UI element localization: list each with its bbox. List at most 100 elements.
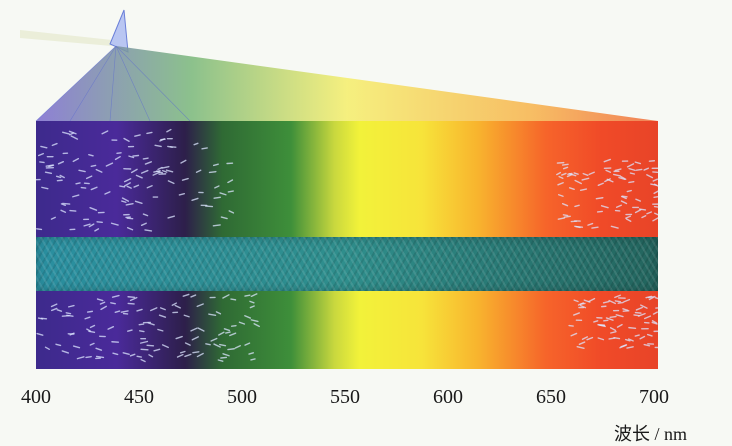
light-particle [224, 329, 229, 331]
light-particle [102, 131, 108, 134]
light-particle [574, 173, 578, 174]
light-particle [37, 334, 43, 336]
light-particle [134, 185, 138, 187]
light-particle [621, 201, 626, 203]
light-particle [151, 308, 157, 311]
light-particle [598, 338, 603, 340]
light-particle [197, 354, 203, 357]
light-particle [137, 356, 141, 357]
light-particle [127, 186, 131, 188]
light-particle [191, 295, 196, 297]
light-particle [155, 145, 161, 146]
light-particle [640, 337, 644, 339]
light-particle [558, 183, 563, 185]
light-particle [162, 167, 169, 168]
light-particle [654, 197, 658, 198]
light-particle [614, 174, 621, 175]
light-particle [654, 312, 658, 314]
light-particle [584, 300, 590, 302]
light-particle [39, 154, 44, 156]
light-particle [235, 346, 240, 348]
light-particle [61, 210, 65, 212]
light-particle [52, 308, 57, 310]
light-particle [230, 333, 236, 335]
light-particle [642, 216, 646, 218]
light-particle [140, 331, 144, 332]
light-particle [166, 170, 172, 172]
light-particle [73, 195, 79, 197]
light-particle [563, 204, 568, 206]
light-particle [142, 223, 147, 225]
light-particle [250, 306, 254, 308]
light-particle [186, 343, 191, 345]
light-particle [558, 218, 564, 219]
light-particle [592, 227, 598, 228]
white-light-beam [20, 30, 112, 46]
light-particle [143, 158, 148, 159]
light-particle [42, 187, 48, 188]
light-particle [653, 179, 657, 181]
light-particle [90, 343, 94, 345]
light-particle [615, 301, 620, 302]
light-particle [232, 326, 236, 327]
light-particle [645, 316, 651, 318]
light-particle [562, 173, 566, 175]
light-particle [172, 303, 176, 305]
light-particle [229, 211, 233, 213]
light-particle [132, 169, 137, 172]
light-particle [206, 344, 210, 345]
light-particle [583, 174, 588, 176]
light-particle [209, 172, 215, 173]
light-particle [587, 338, 592, 340]
light-particle [249, 353, 253, 354]
light-particle [219, 332, 224, 335]
light-particle [79, 170, 85, 171]
light-particle [59, 162, 64, 164]
tick-450: 450 [124, 386, 154, 409]
light-particle [179, 194, 184, 195]
light-particle [639, 209, 645, 210]
light-particle [149, 355, 153, 357]
light-particle [95, 229, 99, 231]
light-particle [245, 316, 251, 318]
light-particle [216, 312, 220, 314]
light-particle [91, 325, 95, 327]
light-particle [168, 181, 173, 183]
dispersed-light-fan [36, 46, 658, 121]
light-particle [141, 341, 148, 343]
tick-500: 500 [227, 386, 257, 409]
light-particle [113, 353, 118, 354]
light-particle [178, 355, 183, 357]
light-particle [624, 300, 630, 302]
light-particle [647, 175, 653, 178]
light-particle [574, 313, 580, 315]
light-particle [89, 155, 93, 156]
light-particle [215, 186, 219, 188]
light-particle [209, 314, 216, 315]
light-particle [175, 306, 180, 308]
light-particle [214, 164, 219, 165]
tick-550: 550 [330, 386, 360, 409]
light-particle [197, 170, 201, 172]
light-particle [63, 203, 70, 204]
light-particle [231, 299, 236, 300]
light-particle [145, 162, 151, 164]
light-particle [133, 155, 139, 156]
light-particle [87, 329, 91, 331]
light-particle [655, 298, 658, 300]
light-particle [570, 188, 575, 189]
light-particle [575, 180, 581, 183]
light-particle [71, 136, 77, 139]
light-particle [62, 351, 68, 353]
light-particle [106, 163, 112, 166]
light-particle [141, 349, 148, 350]
light-particle [571, 333, 576, 335]
light-particles [36, 121, 658, 369]
light-particle [250, 301, 254, 302]
light-particle [88, 311, 93, 312]
light-particle [579, 342, 584, 344]
light-particle [115, 311, 119, 312]
light-particle [181, 160, 186, 163]
light-particle [589, 299, 595, 302]
light-particle [87, 176, 92, 178]
